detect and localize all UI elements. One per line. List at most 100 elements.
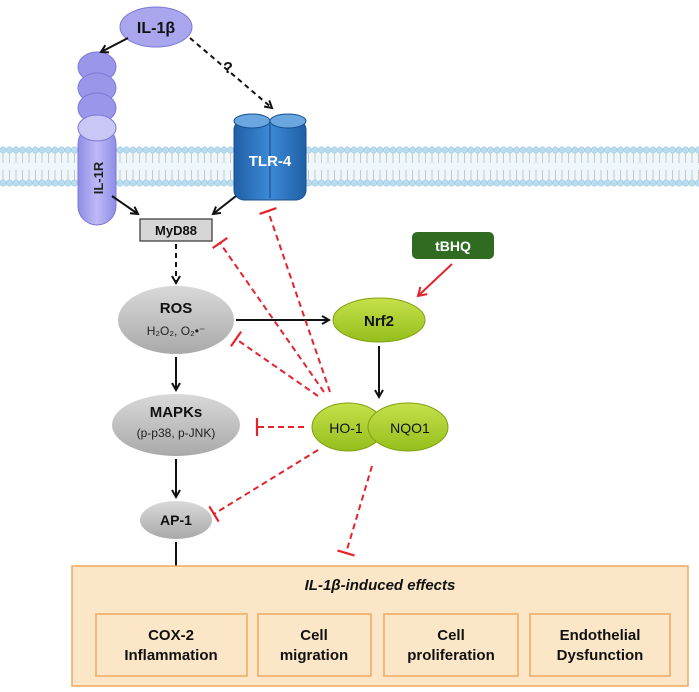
lipid-head: [617, 146, 624, 154]
lipid-head: [6, 146, 13, 154]
lipid-head: [12, 179, 20, 187]
ap1-label: AP-1: [160, 512, 192, 528]
lipid-head: [441, 179, 449, 187]
lipid-head: [51, 179, 59, 187]
lipid-head: [500, 179, 507, 187]
lipid-head: [422, 146, 429, 154]
lipid-head: [578, 146, 585, 154]
lipid-head: [363, 146, 371, 154]
nqo1-label: NQO1: [390, 420, 430, 436]
lipid-head: [142, 179, 150, 187]
lipid-head: [571, 146, 579, 154]
lipid-head: [71, 146, 78, 154]
lipid-head: [597, 146, 605, 154]
lipid-head: [409, 179, 416, 187]
lipid-head: [201, 179, 208, 187]
lipid-head: [623, 179, 631, 187]
lipid-head: [474, 146, 481, 154]
ho1-label: HO-1: [329, 420, 363, 436]
lipid-head: [552, 146, 559, 154]
lipid-head: [428, 146, 436, 154]
lipid-head: [129, 179, 137, 187]
effect-box-2-line1: Cell: [300, 627, 328, 644]
lipid-head: [597, 179, 605, 187]
lipid-head: [58, 146, 65, 154]
lipid-head: [129, 146, 137, 154]
lipid-head: [402, 179, 410, 187]
lipid-head: [649, 179, 657, 187]
lipid-head: [344, 179, 351, 187]
lipid-head: [344, 146, 351, 154]
mapks-sub-label: (p-p38, p-JNK): [137, 426, 216, 440]
lipid-head: [454, 179, 462, 187]
effect-box-4-line2: Dysfunction: [557, 647, 644, 664]
lipid-head: [155, 179, 163, 187]
lipid-head: [565, 146, 572, 154]
lipid-head: [617, 179, 624, 187]
lipid-head: [493, 179, 501, 187]
effect-box-1-line2: Inflammation: [124, 647, 217, 664]
ho1-nqo1-node: HO-1 NQO1: [311, 402, 449, 452]
nrf2-label: Nrf2: [364, 313, 394, 330]
lipid-head: [487, 179, 494, 187]
lipid-head: [331, 179, 338, 187]
lipid-head: [506, 146, 514, 154]
lipid-head: [441, 146, 449, 154]
lipid-head: [682, 146, 689, 154]
arrow-tbhq-to-nrf2: [416, 263, 453, 298]
effect-box-1: COX-2 Inflammation: [95, 613, 248, 677]
lipid-head: [0, 179, 7, 187]
lipid-head: [71, 179, 78, 187]
ros-species-label: H₂O₂, O₂•⁻: [147, 324, 206, 338]
il1r-receptor: IL-1R: [77, 51, 117, 226]
tlr4-receptor: TLR-4: [233, 113, 307, 201]
lipid-head: [467, 179, 475, 187]
lipid-head: [675, 146, 683, 154]
lipid-head: [227, 146, 234, 154]
lipid-head: [220, 146, 228, 154]
ap1-node: AP-1: [140, 501, 212, 539]
lipid-head: [480, 146, 488, 154]
lipid-head: [357, 146, 364, 154]
lipid-head: [610, 179, 618, 187]
lipid-head: [604, 179, 611, 187]
lipid-head: [220, 179, 228, 187]
lipid-head: [194, 146, 202, 154]
effect-box-4: Endothelial Dysfunction: [529, 613, 671, 677]
lipid-head: [168, 146, 176, 154]
effect-box-2-line2: migration: [280, 647, 348, 664]
mapks-label: MAPKs: [150, 404, 203, 421]
lipid-head: [656, 146, 663, 154]
lipid-head: [636, 179, 644, 187]
nrf2-node: Nrf2: [332, 297, 426, 343]
tlr4-label: TLR-4: [249, 153, 292, 170]
lipid-head: [116, 179, 124, 187]
arrow-il1r-to-myd88: [111, 195, 138, 214]
lipid-head: [513, 146, 520, 154]
lipid-head: [448, 179, 455, 187]
lipid-head: [636, 146, 644, 154]
lipid-head: [539, 179, 546, 187]
lipid-head: [461, 179, 468, 187]
lipid-head: [149, 146, 156, 154]
lipid-head: [201, 146, 208, 154]
lipid-head: [669, 179, 676, 187]
lipid-head: [610, 146, 618, 154]
lipid-head: [389, 179, 397, 187]
lipid-head: [435, 179, 442, 187]
lipid-head: [318, 179, 325, 187]
lipid-head: [188, 146, 195, 154]
lipid-head: [162, 179, 169, 187]
lipid-head: [383, 146, 390, 154]
lipid-head: [539, 146, 546, 154]
lipid-head: [207, 179, 215, 187]
lipid-head: [136, 179, 143, 187]
il1b-label: IL-1β: [137, 20, 175, 37]
lipid-head: [32, 179, 39, 187]
lipid-head: [396, 179, 403, 187]
lipid-head: [207, 146, 215, 154]
lipid-head: [0, 146, 7, 154]
lipid-head: [337, 146, 345, 154]
lipid-head: [532, 146, 540, 154]
tbhq-label: tBHQ: [435, 238, 471, 254]
